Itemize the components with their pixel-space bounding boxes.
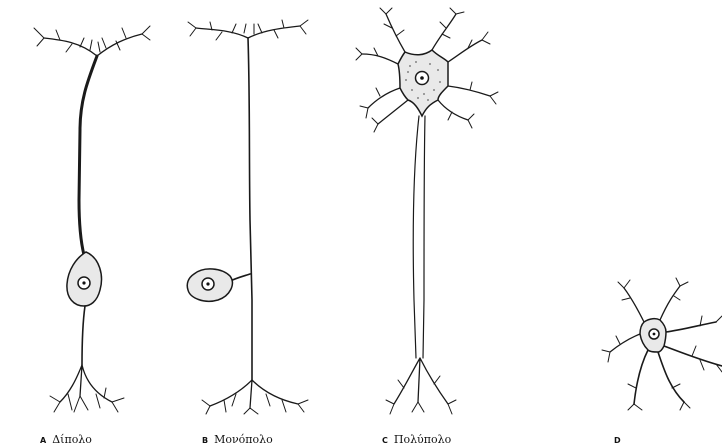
partial-neuron-nucleolus — [653, 333, 656, 336]
unipolar-neuron — [187, 20, 308, 414]
partial-neuron — [602, 278, 722, 410]
multipolar-axon — [413, 116, 425, 358]
panel-c-letter: C — [382, 436, 388, 445]
multipolar-neuron — [356, 8, 498, 414]
multipolar-axon-terminals — [386, 358, 456, 414]
unipolar-axon-terminals — [202, 380, 308, 414]
bipolar-dendrites — [34, 26, 150, 56]
bipolar-axon-terminals — [50, 365, 124, 412]
panel-d-letter: D — [614, 436, 621, 445]
bipolar-neuron — [34, 26, 150, 412]
panel-c-caption: C Πολύπολο — [382, 433, 451, 446]
unipolar-nucleolus — [206, 282, 209, 285]
unipolar-dendrites — [188, 20, 308, 40]
panel-c-label: Πολύπολο — [394, 433, 451, 446]
multipolar-nucleolus — [420, 76, 424, 80]
panel-a-letter: A — [40, 436, 46, 445]
panel-d-caption: D — [614, 433, 627, 446]
panel-a-caption: A Δίπολο — [40, 433, 92, 446]
bipolar-axon-lower — [82, 306, 85, 365]
panel-a-label: Δίπολο — [52, 433, 92, 446]
bipolar-nucleolus — [82, 281, 85, 284]
panel-b-label: Μονόπολο — [214, 433, 273, 446]
panel-b-letter: B — [202, 436, 208, 445]
bipolar-axon-upper — [79, 56, 97, 262]
panel-b-caption: B Μονόπολο — [202, 433, 273, 446]
unipolar-axon — [248, 38, 252, 380]
